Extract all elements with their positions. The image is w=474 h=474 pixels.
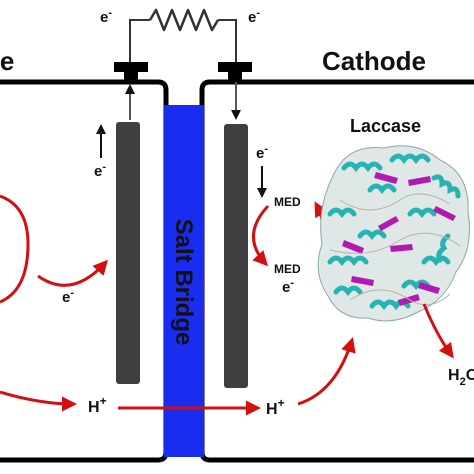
mediator-reduction-arrow xyxy=(252,204,270,267)
water-product-arrow xyxy=(422,303,454,359)
anode-title: de xyxy=(0,46,14,76)
external-circuit xyxy=(125,8,241,120)
anode-proton-arrow xyxy=(0,390,77,412)
anode-electrode xyxy=(116,122,140,384)
anode-electron-transfer-arrow xyxy=(37,259,109,287)
anode-proton-label: H+ xyxy=(88,394,107,416)
anode-oxidation-cycle-arrow xyxy=(0,194,30,304)
cathode-proton-label: H+ xyxy=(266,396,285,418)
enzyme-label: Laccase xyxy=(350,116,421,136)
wire-electron-left-label: e- xyxy=(100,7,112,26)
mediator-oxidized-label: MED xyxy=(274,195,301,209)
water-product-label: H2O xyxy=(448,367,474,388)
salt-bridge xyxy=(164,105,204,457)
resistor-zigzag-icon xyxy=(148,8,220,32)
anode-released-electron-label: e- xyxy=(62,287,74,306)
mediator-electron-label: e- xyxy=(282,277,294,296)
anode-electron-label: e- xyxy=(94,161,106,180)
cathode-title: Cathode xyxy=(322,46,426,76)
laccase-protein-structure-icon xyxy=(317,145,470,322)
mediator-reduced-label: MED xyxy=(274,262,301,276)
wire-electron-right-label: e- xyxy=(248,7,260,26)
cathode-terminal xyxy=(218,62,252,80)
anode-terminal xyxy=(114,62,148,80)
salt-bridge-label: Salt Bridge xyxy=(170,219,197,346)
cathode-proton-to-enzyme-arrow xyxy=(297,337,356,406)
cathode-electron-label: e- xyxy=(256,143,268,162)
cathode-electrode xyxy=(224,124,248,388)
